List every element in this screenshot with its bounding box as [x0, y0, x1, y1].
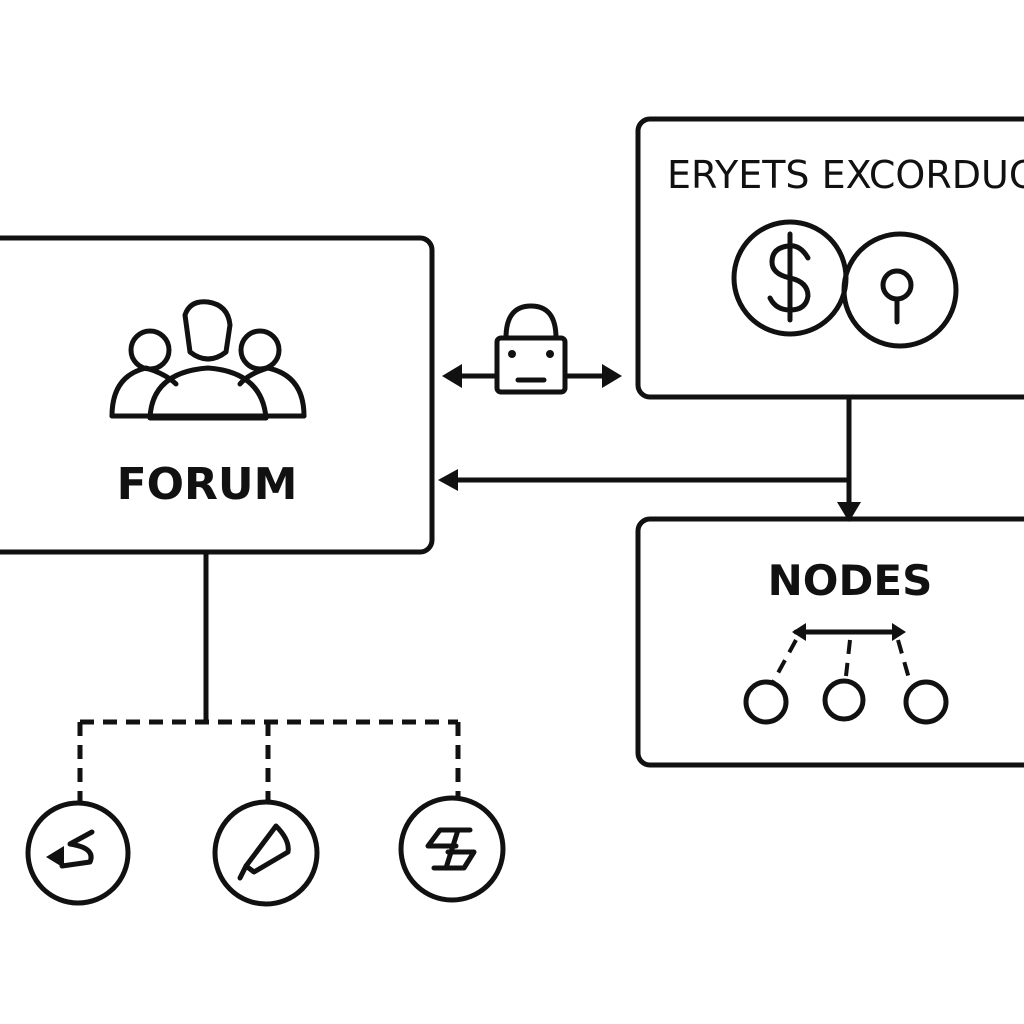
experts-node[interactable]: ERYETS EXCORDUC — [635, 116, 1024, 400]
forum-tree — [77, 549, 461, 804]
nodes-node[interactable]: NODES — [635, 516, 1024, 768]
experts-label: ERYETS EXCORDUC — [667, 153, 1024, 197]
forum-experts-connector — [442, 303, 622, 395]
experts-nodes-connector — [438, 394, 861, 522]
node-graph-icon — [743, 623, 949, 725]
swap-icon — [425, 827, 477, 871]
arrowhead-right — [602, 364, 622, 388]
child-node-1[interactable] — [25, 800, 131, 906]
people-group-icon — [109, 299, 307, 421]
pen-icon — [237, 823, 291, 881]
back-arrow-icon — [46, 829, 95, 869]
nodes-label: NODES — [768, 556, 933, 605]
coin-icon — [841, 231, 959, 349]
arrowhead-down — [837, 502, 861, 522]
child-node-2[interactable] — [212, 799, 320, 907]
forum-label: FORUM — [117, 459, 298, 510]
shopping-basket-icon — [494, 303, 568, 395]
child-node-3[interactable] — [398, 795, 506, 903]
forum-node[interactable]: FORUM — [0, 235, 435, 555]
arrowhead-to-forum — [438, 469, 458, 491]
arrowhead-left — [442, 364, 462, 388]
